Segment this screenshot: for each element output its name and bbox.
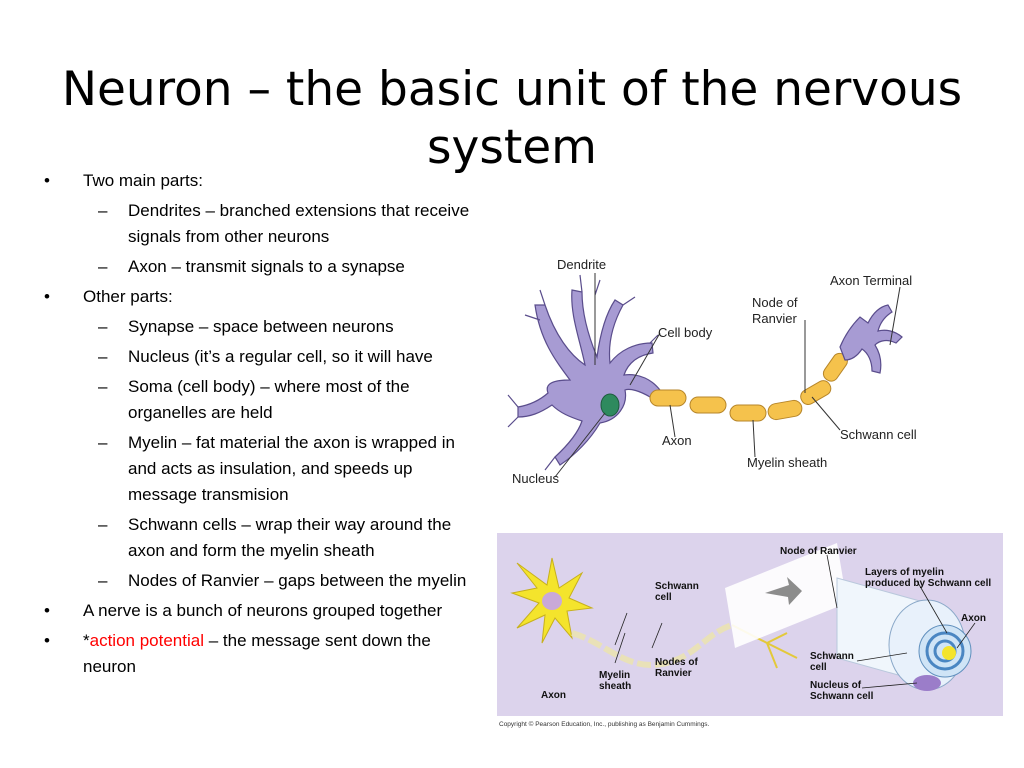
sub-bullet-myelin: Myelin – fat material the axon is wrappe…	[40, 430, 480, 508]
label-myelin-sheath: Myelin sheath	[747, 455, 827, 470]
nucleus-shape	[600, 393, 620, 417]
bullet-two-main-parts: Two main parts:	[40, 168, 480, 194]
myelin-cylinders	[725, 543, 972, 691]
myelin-diagram: Node of Ranvier Layers of myelin produce…	[497, 533, 1003, 728]
myelin-segments	[649, 352, 848, 422]
sub-bullet-soma: Soma (cell body) – where most of the org…	[40, 374, 480, 426]
sub-bullet-schwann-cells: Schwann cells – wrap their way around th…	[40, 512, 480, 564]
label-axon-right: Axon	[961, 613, 986, 624]
label-nodes-of-1: Nodes of	[655, 657, 698, 668]
sub-bullet-dendrites: Dendrites – branched extensions that rec…	[40, 198, 480, 250]
label-dendrite: Dendrite	[557, 257, 606, 272]
label-axon-left: Axon	[541, 690, 566, 701]
label-axon: Axon	[662, 433, 692, 448]
diagram1-labels: Dendrite Axon Terminal Node of Ranvier C…	[512, 257, 917, 486]
action-potential-definition: – the message sent down the neuron	[83, 631, 431, 676]
diagram2-leader-lines	[614, 554, 976, 689]
label-schwann-cell-r1: Schwann	[810, 651, 854, 662]
bullet-list: Two main parts: Dendrites – branched ext…	[40, 168, 480, 684]
label-schwann-cell: Schwann cell	[840, 427, 917, 442]
label-myelin-1: Myelin	[599, 670, 630, 681]
slide-title: Neuron – the basic unit of the nervous s…	[30, 61, 994, 177]
label-node-of-ranvier-2: Ranvier	[752, 311, 797, 326]
label-schwann-cell-r2: cell	[810, 662, 827, 673]
title-line-2: system	[427, 120, 597, 176]
bullet-other-parts: Other parts:	[40, 284, 480, 310]
label-nodes-of-2: Ranvier	[655, 668, 692, 679]
title-line-1: Neuron – the basic unit of the nervous	[61, 62, 963, 118]
label-nucleus-of-1: Nucleus of	[810, 680, 862, 691]
label-layers-2: produced by Schwann cell	[865, 578, 991, 589]
label-axon-terminal: Axon Terminal	[830, 273, 912, 288]
axon-terminal-shape	[839, 304, 903, 374]
diagram2-labels: Node of Ranvier Layers of myelin produce…	[541, 546, 991, 702]
asterisk: *	[83, 631, 90, 650]
leader-lines	[554, 273, 901, 478]
sub-bullet-synapse: Synapse – space between neurons	[40, 314, 480, 340]
label-nucleus: Nucleus	[512, 471, 559, 486]
label-cell-body: Cell body	[658, 325, 713, 340]
sub-bullet-axon: Axon – transmit signals to a synapse	[40, 254, 480, 280]
neuron-diagram: Dendrite Axon Terminal Node of Ranvier C…	[507, 257, 917, 486]
label-schwann-cell-2: cell	[655, 592, 672, 603]
neuron-cell-body	[507, 274, 661, 471]
axon-line	[571, 622, 734, 668]
bullet-action-potential: *action potential – the message sent dow…	[40, 628, 480, 680]
yellow-neuron-nucleus	[542, 592, 562, 610]
sub-bullet-nucleus: Nucleus (it’s a regular cell, so it will…	[40, 344, 480, 370]
action-potential-term: action potential	[89, 631, 204, 650]
label-schwann-cell-1: Schwann	[655, 581, 699, 592]
label-node-of-ranvier: Node of Ranvier	[780, 546, 857, 557]
label-nucleus-of-2: Schwann cell	[810, 691, 874, 702]
label-node-of-ranvier-1: Node of	[752, 295, 798, 310]
label-myelin-2: sheath	[599, 681, 631, 692]
copyright-text: Copyright © Pearson Education, Inc., pub…	[499, 720, 710, 728]
label-layers-1: Layers of myelin	[865, 567, 944, 578]
sub-bullet-nodes-of-ranvier: Nodes of Ranvier – gaps between the myel…	[40, 568, 480, 594]
bullet-nerve: A nerve is a bunch of neurons grouped to…	[40, 598, 480, 624]
